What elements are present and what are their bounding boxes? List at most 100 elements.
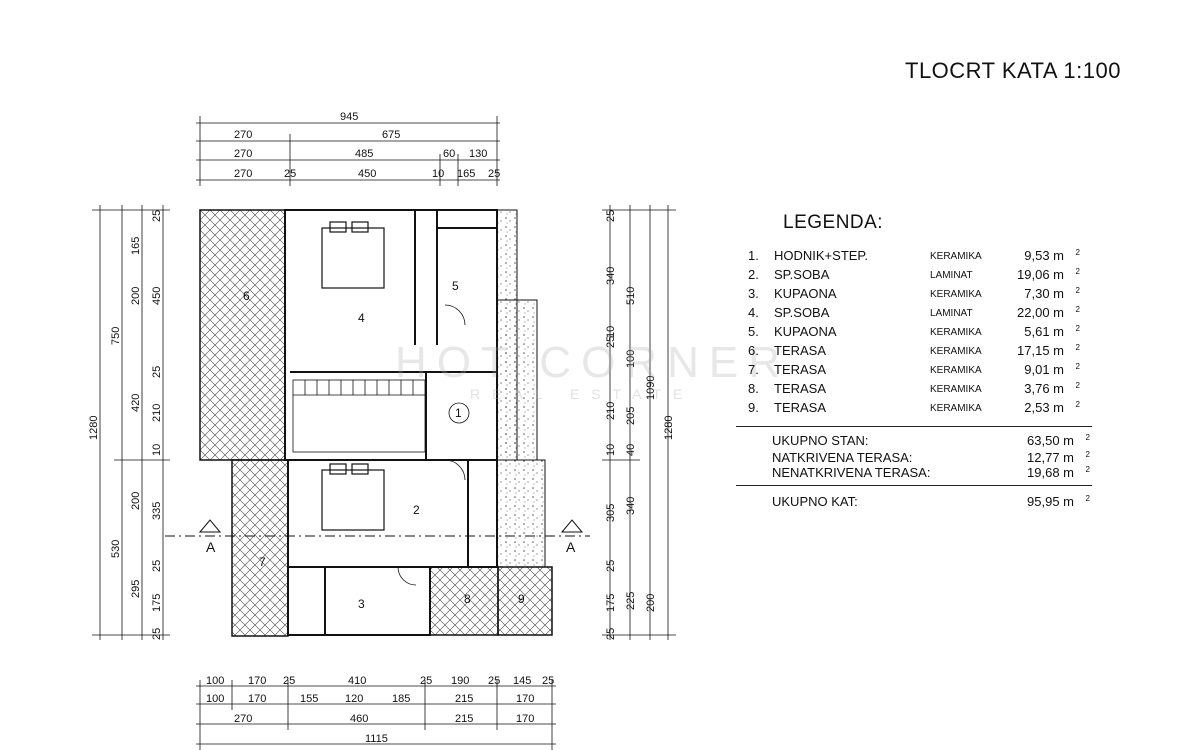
total-area: 63,50 m	[1027, 433, 1074, 448]
legend-row: 1. HODNIK+STEP. KERAMIKA 9,53 m 2	[740, 248, 1080, 267]
room-area: 22,00 m	[1017, 305, 1064, 320]
bottom-dimension-labels: 100 170 25 410 25 190 25 145 25 100 170 …	[206, 675, 554, 745]
dim-bot-215b: 215	[455, 713, 473, 725]
grand-total-row: UKUPNO KAT: 95,95 m 2	[772, 494, 1090, 510]
terrace-9	[497, 566, 553, 636]
room-material: KERAMIKA	[930, 365, 982, 376]
room-material: KERAMIKA	[930, 289, 982, 300]
drawing-title: TLOCRT KATA 1:100	[905, 58, 1121, 83]
total-row: UKUPNO STAN: 63,50 m 2	[772, 433, 1090, 449]
room-label-4: 4	[358, 311, 365, 325]
dim-bot-145: 145	[513, 675, 531, 687]
dim-left-335: 335	[151, 502, 163, 520]
room-label-8: 8	[464, 592, 471, 606]
dim-bot-25c: 25	[488, 675, 500, 687]
room-label-1: 1	[455, 406, 462, 420]
section-markers	[165, 519, 590, 537]
wall-strip-lower	[496, 459, 546, 568]
room-name: KUPAONA	[774, 286, 837, 301]
room-material: LAMINAT	[930, 270, 973, 281]
room-material: KERAMIKA	[930, 384, 982, 395]
dim-left-200b: 200	[130, 287, 142, 305]
dim-bot-155: 155	[300, 693, 318, 705]
dim-bot-170b: 170	[248, 693, 266, 705]
dim-top-270a: 270	[234, 129, 252, 141]
dim-right-100: 100	[625, 350, 637, 368]
dim-bot-25b: 25	[420, 675, 432, 687]
room-number: 9.	[748, 400, 759, 415]
dim-top-270c: 270	[234, 168, 252, 180]
dim-left-175: 175	[151, 594, 163, 612]
room-area: 3,76 m	[1024, 381, 1064, 396]
room-area: 2,53 m	[1024, 400, 1064, 415]
total-row: NATKRIVENA TERASA: 12,77 m 2	[772, 450, 1090, 466]
dim-bot-410: 410	[348, 675, 366, 687]
dim-right-25b: 25	[605, 336, 617, 348]
right-dimension-labels: 25 340 25 10 100 210 10 40 340 25 175 25…	[605, 210, 675, 640]
dim-top-60: 60	[443, 148, 455, 160]
dim-left-530: 530	[110, 540, 122, 558]
staircase	[292, 379, 426, 453]
room-area: 17,15 m	[1017, 343, 1064, 358]
dim-bot-25a: 25	[283, 675, 295, 687]
room-material: KERAMIKA	[930, 403, 982, 414]
watermark-subtext: REAL ESTATE	[470, 386, 695, 402]
walls	[284, 209, 498, 636]
dim-right-340a: 340	[605, 267, 617, 285]
dim-top-270b: 270	[234, 148, 252, 160]
unit-exponent: 2	[1085, 433, 1090, 442]
legend-row: 3. KUPAONA KERAMIKA 7,30 m 2	[740, 286, 1080, 305]
dim-right-10a: 10	[605, 326, 617, 338]
total-label: NATKRIVENA TERASA:	[772, 450, 913, 465]
grand-total-label: UKUPNO KAT:	[772, 494, 858, 509]
legend-row: 4. SP.SOBA LAMINAT 22,00 m 2	[740, 305, 1080, 324]
top-dimension-labels: 945 270 675 270 485 60 130 270 25 450 10…	[234, 111, 500, 180]
room-number: 3.	[748, 286, 759, 301]
total-label: UKUPNO STAN:	[772, 433, 869, 448]
terrace-6	[199, 209, 286, 461]
dim-right-1280: 1280	[663, 416, 675, 440]
dim-top-10: 10	[432, 168, 444, 180]
room-material: KERAMIKA	[930, 327, 982, 338]
dim-left-1280: 1280	[88, 416, 100, 440]
dim-bot-120: 120	[345, 693, 363, 705]
dim-left-420: 420	[130, 394, 142, 412]
beds	[321, 221, 385, 531]
room-label-3: 3	[358, 597, 365, 611]
dim-right-210: 210	[605, 402, 617, 420]
room-number: 6.	[748, 343, 759, 358]
dim-bot-100b: 100	[206, 693, 224, 705]
room-material: LAMINAT	[930, 308, 973, 319]
dim-right-175: 175	[605, 594, 617, 612]
room-number: 4.	[748, 305, 759, 320]
room-number: 1.	[748, 248, 759, 263]
dim-bot-1115: 1115	[365, 733, 388, 745]
dim-right-305: 305	[605, 504, 617, 522]
total-row: NENATKRIVENA TERASA: 19,68 m 2	[772, 465, 1090, 481]
unit-exponent: 2	[1075, 381, 1080, 390]
legend-heading: LEGENDA:	[783, 212, 884, 233]
dim-right-340b: 340	[625, 497, 637, 515]
room-area: 19,06 m	[1017, 267, 1064, 282]
dim-top-130: 130	[469, 148, 487, 160]
dim-right-40: 40	[625, 444, 637, 456]
unit-exponent: 2	[1075, 400, 1080, 409]
bottom-dimension-lines	[196, 680, 556, 750]
legend-row: 8. TERASA KERAMIKA 3,76 m 2	[740, 381, 1080, 400]
dim-bot-25d: 25	[542, 675, 554, 687]
dim-top-165: 165	[457, 168, 475, 180]
legend-row: 5. KUPAONA KERAMIKA 5,61 m 2	[740, 324, 1080, 343]
dim-bot-460: 460	[350, 713, 368, 725]
dim-right-10b: 10	[605, 444, 617, 456]
dim-bot-100a: 100	[206, 675, 224, 687]
room-area: 5,61 m	[1024, 324, 1064, 339]
dim-bot-170d: 170	[516, 713, 534, 725]
room-name: SP.SOBA	[774, 267, 830, 282]
top-dimension-lines	[196, 116, 500, 186]
legend-row: 6. TERASA KERAMIKA 17,15 m 2	[740, 343, 1080, 362]
dim-left-210: 210	[151, 404, 163, 422]
section-mark-right: A	[566, 539, 576, 555]
unit-exponent: 2	[1075, 324, 1080, 333]
unit-exponent: 2	[1085, 465, 1090, 474]
dim-left-25d: 25	[151, 628, 163, 640]
